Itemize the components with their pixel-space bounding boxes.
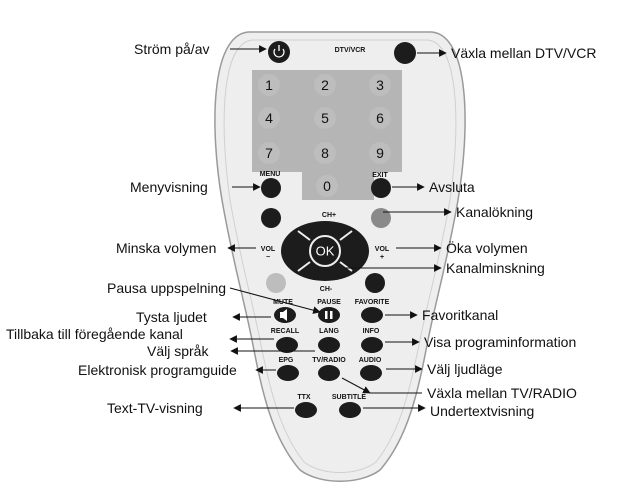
svg-text:1: 1 [265, 77, 273, 93]
svg-text:0: 0 [323, 178, 331, 194]
callout-lang: Välj språk [147, 343, 208, 359]
number-key[interactable]: 0 [316, 175, 338, 197]
callout-recall: Tillbaka till föregående kanal [6, 326, 183, 342]
favorite-label: FAVORITE [355, 299, 390, 306]
callout-ttx: Text-TV-visning [107, 400, 203, 416]
subtitle-button[interactable] [339, 402, 361, 418]
callout-dtv-vcr: Växla mellan DTV/VCR [451, 45, 597, 61]
callout-menu: Menyvisning [130, 179, 208, 195]
favorite-button[interactable] [361, 307, 383, 323]
svg-text:2: 2 [321, 77, 329, 93]
menu-label: MENU [260, 171, 281, 178]
callout-mute: Tysta ljudet [136, 309, 207, 325]
number-key[interactable]: 7 [258, 142, 280, 164]
number-key[interactable]: 8 [314, 142, 336, 164]
callout-tv-radio: Växla mellan TV/RADIO [427, 385, 577, 401]
vol-minus-label: VOL [261, 246, 276, 253]
audio-label: AUDIO [359, 357, 382, 364]
number-key[interactable]: 1 [258, 74, 280, 96]
recall-label: RECALL [271, 328, 300, 335]
number-key[interactable]: 4 [258, 107, 280, 129]
dark-round-button[interactable] [261, 208, 281, 228]
number-key[interactable]: 2 [314, 74, 336, 96]
info-label: INFO [363, 328, 380, 335]
callout-favorite: Favoritkanal [422, 307, 498, 323]
ch-minus-label: CH- [320, 286, 333, 293]
ok-label: OK [316, 244, 335, 259]
exit-button[interactable] [371, 178, 391, 198]
pause-button[interactable] [318, 307, 340, 323]
lang-label: LANG [319, 328, 339, 335]
exit-label: EXIT [372, 172, 388, 179]
info-button[interactable] [361, 337, 383, 353]
callout-subtitle: Undertextvisning [430, 403, 534, 419]
grey-round-button[interactable] [371, 208, 391, 228]
svg-text:8: 8 [321, 145, 329, 161]
menu-button[interactable] [261, 178, 281, 198]
svg-text:4: 4 [265, 110, 273, 126]
callout-power: Ström på/av [134, 41, 209, 57]
callout-audio: Välj ljudläge [427, 361, 503, 377]
dark-side-button[interactable] [365, 273, 385, 293]
tv-radio-button[interactable] [318, 365, 340, 381]
subtitle-label: SUBTITLE [332, 394, 367, 401]
vol-plus-sign: + [380, 254, 384, 261]
dtv-vcr-label: DTV/VCR [335, 47, 366, 54]
svg-text:3: 3 [376, 77, 384, 93]
dtv-vcr-button[interactable] [394, 42, 416, 64]
ch-plus-label: CH+ [322, 212, 336, 219]
ttx-button[interactable] [295, 402, 317, 418]
callout-volume-up: Öka volymen [446, 240, 528, 256]
tv-radio-label: TV/RADIO [312, 357, 346, 364]
pause-label: PAUSE [317, 299, 341, 306]
callout-channel-down: Kanalminskning [446, 260, 545, 276]
lang-button[interactable] [318, 337, 340, 353]
vol-plus-label: VOL [375, 246, 390, 253]
callout-info: Visa programinformation [424, 334, 576, 350]
callout-exit: Avsluta [429, 179, 475, 195]
epg-label: EPG [279, 357, 294, 364]
number-key[interactable]: 5 [314, 107, 336, 129]
number-key[interactable]: 9 [369, 142, 391, 164]
callout-epg: Elektronisk programguide [78, 362, 237, 378]
epg-button[interactable] [277, 365, 299, 381]
svg-text:5: 5 [321, 110, 329, 126]
grey-side-button[interactable] [266, 273, 286, 293]
callout-volume-down: Minska volymen [116, 240, 216, 256]
svg-text:6: 6 [376, 110, 384, 126]
number-key[interactable]: 3 [369, 74, 391, 96]
ttx-label: TTX [297, 394, 311, 401]
vol-minus-sign: − [266, 254, 270, 261]
svg-text:7: 7 [265, 145, 273, 161]
power-button[interactable] [268, 41, 290, 63]
number-key[interactable]: 6 [369, 107, 391, 129]
audio-button[interactable] [360, 365, 382, 381]
svg-text:9: 9 [376, 145, 384, 161]
callout-channel-up: Kanalökning [456, 204, 533, 220]
callout-pause: Pausa uppspelning [107, 280, 226, 296]
